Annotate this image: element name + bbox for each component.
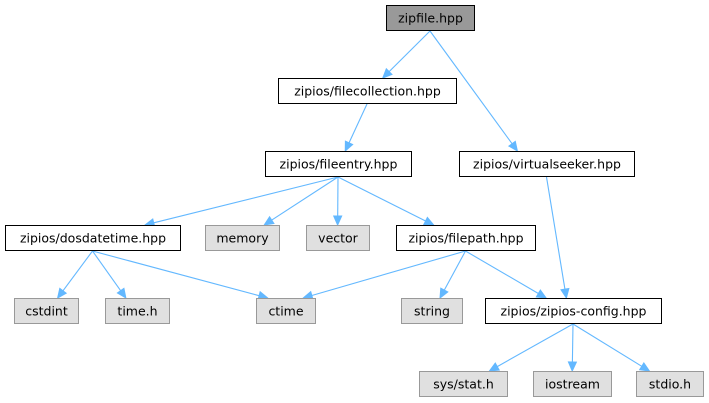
edge-fileentry-to-vector xyxy=(332,176,343,227)
node-box-zipfile xyxy=(386,5,475,31)
node-box-timeh xyxy=(105,298,170,324)
node-box-iostream xyxy=(533,371,612,397)
node-label-filecollection: zipios/filecollection.hpp xyxy=(294,84,441,99)
node-label-timeh: time.h xyxy=(117,304,157,319)
edge-arrowhead xyxy=(263,215,275,226)
node-zipiosconfig[interactable]: zipios/zipios-config.hpp xyxy=(485,298,662,324)
edge-arrowhead xyxy=(560,287,570,300)
node-label-zipfile: zipfile.hpp xyxy=(398,11,463,26)
edge-zipiosconfig-to-iostream xyxy=(567,323,578,373)
edge-zipiosconfig-to-sysstat xyxy=(488,323,574,372)
edge-arrowhead xyxy=(56,287,68,299)
edge-line xyxy=(429,30,513,145)
node-label-filepath: zipios/filepath.hpp xyxy=(408,231,523,246)
node-sysstat[interactable]: sys/stat.h xyxy=(419,371,508,397)
edge-dosdatetime-to-cstdint xyxy=(56,250,93,299)
edge-line xyxy=(496,323,574,368)
node-box-zipiosconfig xyxy=(485,298,662,324)
edge-fileentry-to-filepath xyxy=(337,176,435,226)
node-iostream[interactable]: iostream xyxy=(533,371,612,397)
node-filepath[interactable]: zipios/filepath.hpp xyxy=(396,225,536,251)
edge-arrowhead xyxy=(381,67,393,79)
edge-arrowhead xyxy=(535,289,548,299)
edge-line xyxy=(271,176,339,221)
node-box-filepath xyxy=(396,225,536,251)
edge-dosdatetime-to-timeh xyxy=(92,250,127,300)
edge-line xyxy=(337,176,426,222)
node-box-sysstat xyxy=(419,371,508,397)
edge-line xyxy=(92,250,122,291)
edges-layer xyxy=(56,30,651,373)
node-box-virtualseeker xyxy=(459,151,635,177)
edge-filepath-to-zipiosconfig xyxy=(465,250,548,299)
edge-arrowhead xyxy=(439,287,449,300)
node-filecollection[interactable]: zipios/filecollection.hpp xyxy=(278,78,457,104)
node-label-iostream: iostream xyxy=(545,377,600,392)
edge-arrowhead xyxy=(567,361,578,373)
node-box-filecollection xyxy=(278,78,457,104)
node-stdioh[interactable]: stdio.h xyxy=(636,371,704,397)
edge-line xyxy=(92,250,260,297)
node-label-dosdatetime: zipios/dosdatetime.hpp xyxy=(20,231,166,246)
edge-line xyxy=(571,323,574,363)
edge-fileentry-to-memory xyxy=(263,176,339,226)
node-label-string: string xyxy=(414,304,450,319)
edge-zipfile-to-virtualseeker xyxy=(429,30,519,152)
node-box-fileentry xyxy=(265,151,412,177)
node-box-string xyxy=(401,298,463,324)
edge-filepath-to-string xyxy=(439,250,466,300)
node-memory[interactable]: memory xyxy=(205,225,280,251)
edge-line xyxy=(311,250,466,297)
edge-line xyxy=(62,250,93,292)
edge-zipfile-to-filecollection xyxy=(381,30,431,79)
node-cstdint[interactable]: cstdint xyxy=(14,298,79,324)
node-label-vector: vector xyxy=(318,231,359,246)
edge-fileentry-to-dosdatetime xyxy=(143,176,339,228)
edge-arrowhead xyxy=(422,216,435,226)
node-ctime[interactable]: ctime xyxy=(256,298,316,324)
edge-virtualseeker-to-zipiosconfig xyxy=(545,176,570,300)
node-fileentry[interactable]: zipios/fileentry.hpp xyxy=(265,151,412,177)
node-virtualseeker[interactable]: zipios/virtualseeker.hpp xyxy=(459,151,635,177)
node-label-stdioh: stdio.h xyxy=(649,377,691,392)
edge-arrowhead xyxy=(507,140,519,152)
edge-arrowhead xyxy=(116,287,127,300)
node-label-fileentry: zipios/fileentry.hpp xyxy=(280,157,398,172)
node-box-memory xyxy=(205,225,280,251)
node-box-cstdint xyxy=(14,298,79,324)
node-label-ctime: ctime xyxy=(268,304,303,319)
node-box-dosdatetime xyxy=(5,225,181,251)
node-box-vector xyxy=(306,225,370,251)
edge-line xyxy=(348,103,368,144)
nodes-layer: zipfile.hpp zipios/filecollection.hpp zipi… xyxy=(5,5,704,397)
edge-arrowhead xyxy=(332,215,343,227)
node-label-cstdint: cstdint xyxy=(25,304,68,319)
node-label-sysstat: sys/stat.h xyxy=(433,377,494,392)
node-label-virtualseeker: zipios/virtualseeker.hpp xyxy=(473,157,621,172)
node-box-stdioh xyxy=(636,371,704,397)
edge-line xyxy=(572,323,643,367)
edge-zipiosconfig-to-stdioh xyxy=(572,323,651,372)
edge-line xyxy=(545,176,566,290)
edge-arrowhead xyxy=(488,362,501,372)
edge-filecollection-to-fileentry xyxy=(344,103,368,153)
edge-line xyxy=(443,250,466,291)
node-box-ctime xyxy=(256,298,316,324)
node-label-zipiosconfig: zipios/zipios-config.hpp xyxy=(501,304,647,319)
edge-line xyxy=(388,30,431,73)
edge-arrowhead xyxy=(638,361,651,372)
node-vector[interactable]: vector xyxy=(306,225,370,251)
edge-line xyxy=(465,250,539,294)
node-string[interactable]: string xyxy=(401,298,463,324)
node-timeh[interactable]: time.h xyxy=(105,298,170,324)
edge-line xyxy=(153,176,339,224)
node-dosdatetime[interactable]: zipios/dosdatetime.hpp xyxy=(5,225,181,251)
node-zipfile[interactable]: zipfile.hpp xyxy=(386,5,475,31)
node-label-memory: memory xyxy=(216,231,269,246)
edge-arrowhead xyxy=(344,140,354,153)
